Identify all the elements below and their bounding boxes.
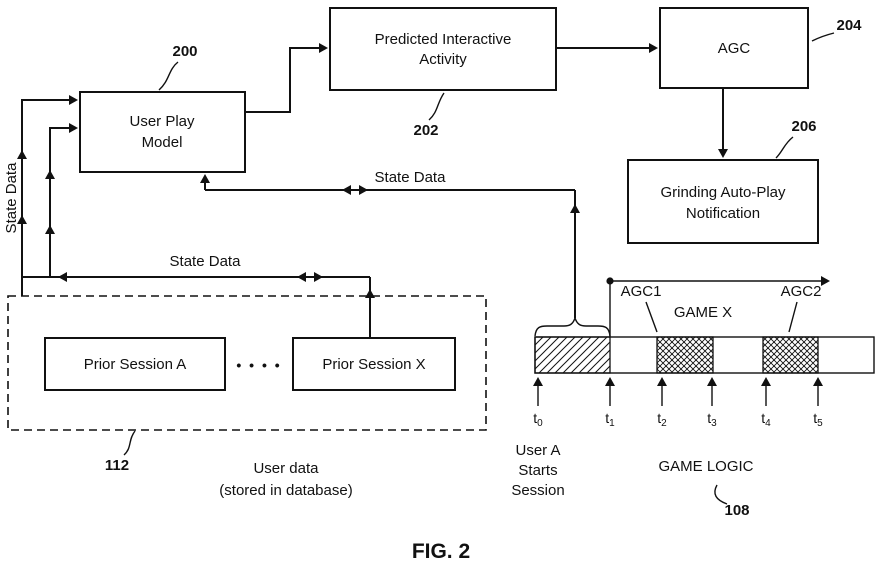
ref-108-leader bbox=[714, 484, 728, 505]
tick-t4: t4 bbox=[761, 377, 771, 429]
user-play-model-rect bbox=[79, 91, 246, 173]
agc1-label: AGC1 bbox=[621, 283, 662, 300]
ref-112: 112 bbox=[105, 457, 129, 474]
user-play-model-box: User Play Model bbox=[79, 91, 246, 173]
tick-t5-label: t5 bbox=[813, 410, 823, 429]
predicted-box-rect bbox=[329, 7, 557, 91]
agc-box-label: AGC bbox=[718, 40, 751, 57]
grinding-box-rect bbox=[627, 159, 819, 244]
agc2-region bbox=[762, 336, 819, 374]
prior-session-a-label: Prior Session A bbox=[84, 356, 187, 373]
agc1-region bbox=[656, 336, 714, 374]
session-start-hatched-region bbox=[534, 336, 611, 374]
user-data-caption-line1: User data bbox=[253, 460, 319, 477]
user-a-starts-line2: Starts bbox=[518, 462, 557, 479]
tick-t2-label: t2 bbox=[657, 410, 667, 429]
ellipsis-dots: • • • • bbox=[236, 357, 281, 373]
ref-202: 202 bbox=[413, 122, 438, 139]
predicted-box-label-line2: Activity bbox=[419, 51, 467, 68]
predicted-box-label-line1: Predicted Interactive bbox=[375, 31, 512, 48]
grinding-notification-box: Grinding Auto-Play Notification bbox=[627, 159, 819, 244]
arrow-agc-to-grinding bbox=[718, 88, 728, 158]
upm-label-line2: Model bbox=[142, 134, 183, 151]
agc2-leader bbox=[788, 301, 798, 333]
ref-112-leader bbox=[123, 430, 136, 456]
ref-200-leader bbox=[158, 61, 179, 91]
tick-t5: t5 bbox=[813, 377, 823, 429]
ref-202-leader bbox=[428, 92, 445, 121]
state-data-upper-path: State Data bbox=[200, 169, 580, 318]
predicted-interactive-activity-box: Predicted Interactive Activity bbox=[329, 7, 557, 91]
user-a-starts-line3: Session bbox=[511, 482, 564, 499]
user-data-dashed-container: Prior Session A • • • • Prior Session X bbox=[7, 295, 487, 431]
ref-206: 206 bbox=[791, 118, 816, 135]
reference-numerals: 200 202 204 206 112 bbox=[105, 17, 862, 474]
agc-box-rect bbox=[659, 7, 809, 89]
user-a-starts-line1: User A bbox=[515, 442, 560, 459]
prior-session-x-label: Prior Session X bbox=[322, 356, 425, 373]
user-data-caption-line2: (stored in database) bbox=[219, 482, 352, 499]
overbrace bbox=[534, 315, 611, 337]
grinding-label-line2: Notification bbox=[686, 205, 760, 222]
prior-session-x-rect bbox=[292, 337, 456, 391]
tick-t3: t3 bbox=[707, 377, 717, 429]
ref-206-leader bbox=[775, 136, 794, 159]
ref-200: 200 bbox=[172, 43, 197, 60]
tick-t0: t0 bbox=[533, 377, 543, 429]
upm-label-line1: User Play bbox=[129, 113, 195, 130]
game-x-label: GAME X bbox=[674, 304, 732, 321]
tick-t4-label: t4 bbox=[761, 410, 771, 429]
ref-108: 108 bbox=[724, 502, 749, 519]
arrow-upm-to-predicted bbox=[245, 43, 328, 113]
tick-t1: t1 bbox=[605, 377, 615, 429]
tick-t0-label: t0 bbox=[533, 410, 543, 429]
state-data-left-path: State Data bbox=[3, 95, 78, 296]
game-logic-timeline: AGC1 GAME X AGC2 t0 t1 t2 t3 t4 t5 bbox=[511, 276, 875, 519]
state-data-middle-path: State Data bbox=[22, 253, 375, 338]
grinding-label-line1: Grinding Auto-Play bbox=[660, 184, 786, 201]
agc-box: AGC bbox=[659, 7, 809, 89]
prior-session-a-rect bbox=[44, 337, 226, 391]
tick-t2: t2 bbox=[657, 377, 667, 429]
game-logic-label: GAME LOGIC bbox=[658, 458, 753, 475]
dashed-container-rect bbox=[7, 295, 487, 431]
state-data-middle-label: State Data bbox=[170, 253, 242, 270]
agc2-label: AGC2 bbox=[781, 283, 822, 300]
arrow-predicted-to-agc bbox=[556, 43, 658, 53]
tick-t1-label: t1 bbox=[605, 410, 615, 429]
ref-204-leader bbox=[811, 32, 835, 42]
figure-caption: FIG. 2 bbox=[412, 540, 470, 563]
tick-t3-label: t3 bbox=[707, 410, 717, 429]
state-data-left-label: State Data bbox=[3, 162, 20, 234]
ref-204: 204 bbox=[836, 17, 862, 34]
state-data-upper-label: State Data bbox=[375, 169, 447, 186]
agc1-leader bbox=[645, 301, 658, 333]
